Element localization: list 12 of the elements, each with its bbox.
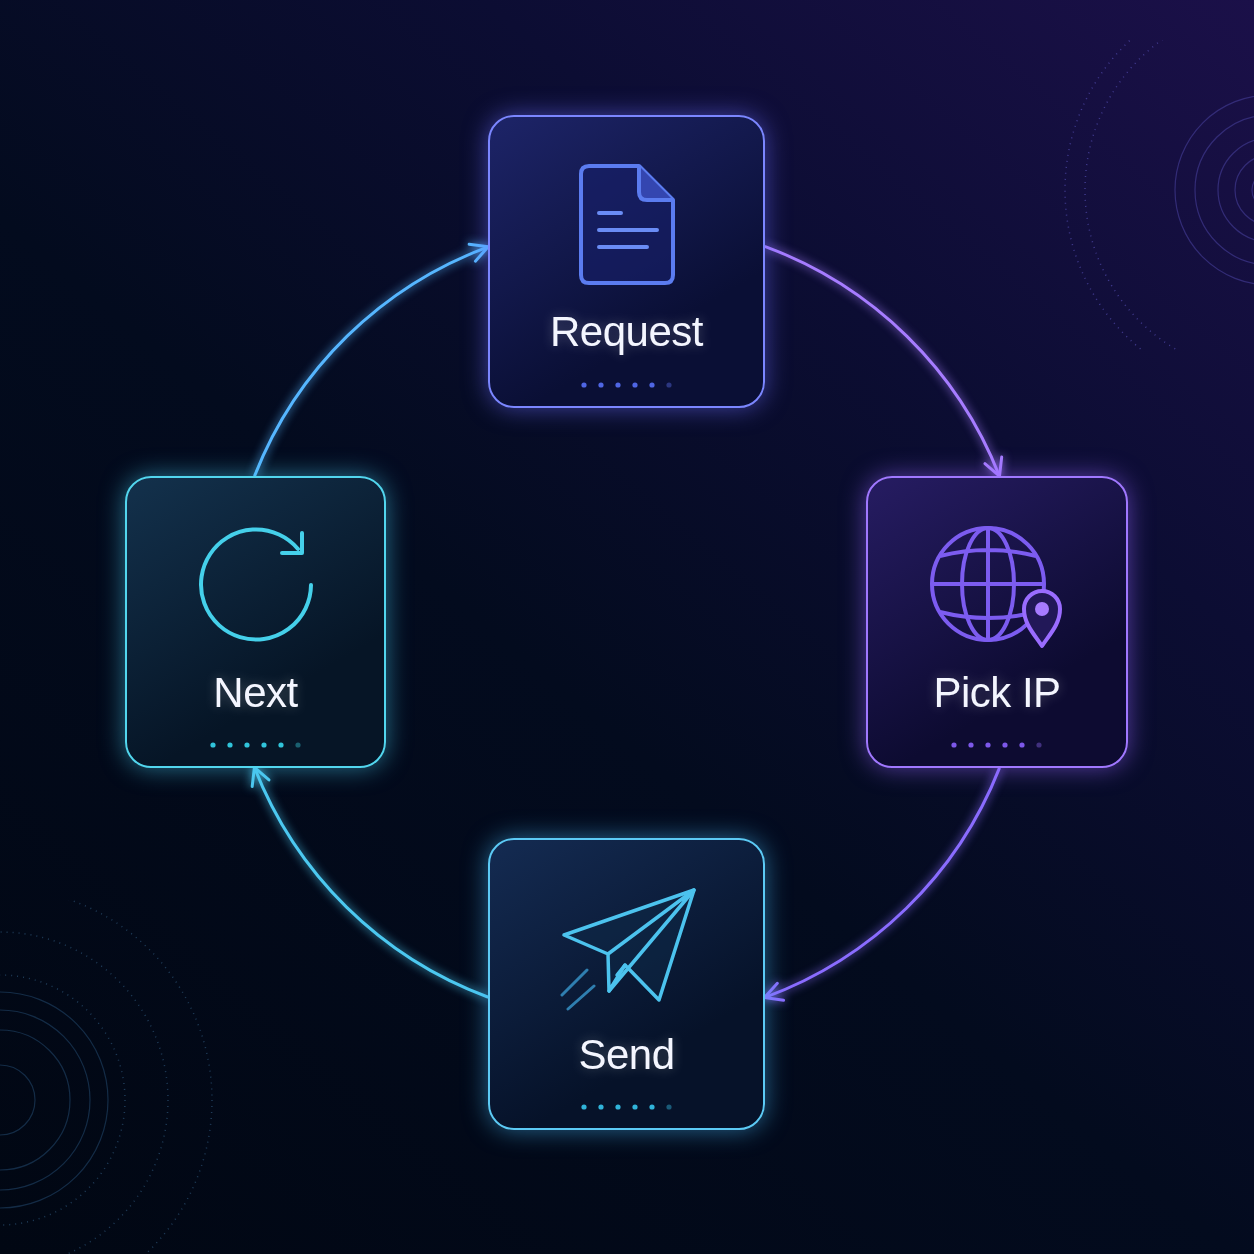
- curved-arrow: [763, 245, 1003, 478]
- step-label: Pick IP: [933, 668, 1061, 718]
- step-card: [866, 476, 1128, 768]
- step-card: [488, 115, 765, 408]
- step-label: Next: [213, 668, 298, 718]
- step-card: [125, 476, 386, 768]
- step-label: Request: [550, 307, 703, 357]
- curved-arrow: [253, 243, 490, 477]
- step-label: Send: [578, 1030, 675, 1080]
- step-card: [488, 838, 765, 1130]
- curved-arrow: [763, 767, 1001, 1001]
- curved-arrow: [251, 765, 490, 999]
